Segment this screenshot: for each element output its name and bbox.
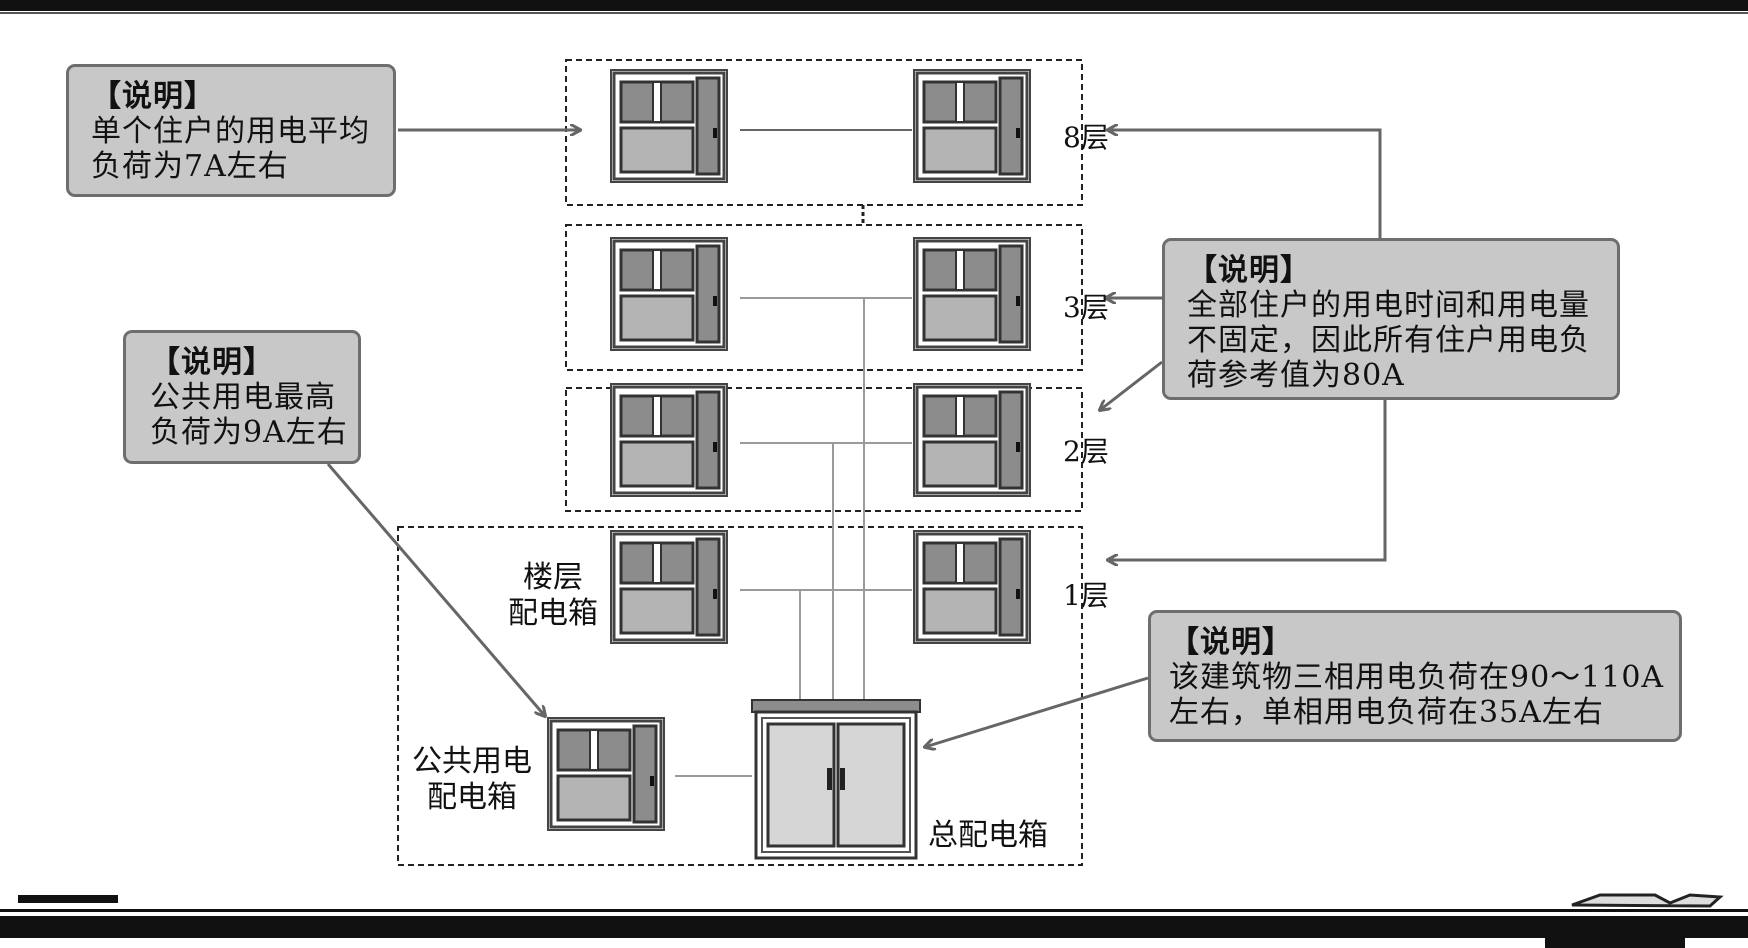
floor-label-8: 8层 <box>1063 121 1109 154</box>
floor-box-label: 楼层 配电箱 <box>508 560 598 632</box>
note-public-load: 【说明】 公共用电最高 负荷为9A左右 <box>123 330 361 464</box>
note-all-residents-line-2: 不固定，因此所有住户用电负 <box>1187 323 1590 358</box>
note-all-residents-head: 【说明】 <box>1187 253 1311 288</box>
page-border-top <box>0 0 1748 14</box>
floor-3-box-left <box>609 236 729 352</box>
floor-label-2: 2层 <box>1063 435 1109 468</box>
note-public-line-1: 公共用电最高 <box>150 380 336 415</box>
note-resident-head: 【说明】 <box>91 79 215 114</box>
main-cabinet <box>751 699 921 860</box>
public-box-label: 公共用电 配电箱 <box>412 744 532 816</box>
floor-3-box-right <box>912 236 1032 352</box>
main-box-label: 总配电箱 <box>928 818 1048 853</box>
note-public-line-2: 负荷为9A左右 <box>150 415 348 450</box>
public-box-label-line-1: 公共用电 <box>412 744 532 779</box>
floor-label-1: 1层 <box>1063 579 1109 612</box>
note-all-residents-line-3: 荷参考值为80A <box>1187 358 1405 393</box>
floor-8-box-left <box>609 68 729 184</box>
floor-box-label-line-2: 配电箱 <box>508 596 598 631</box>
floor-1-box-left <box>609 529 729 645</box>
floor-label-3: 3层 <box>1063 291 1109 324</box>
note-resident-line-1: 单个住户的用电平均 <box>91 114 370 149</box>
floor-2-box-right <box>912 382 1032 498</box>
note-building-load: 【说明】 该建筑物三相用电负荷在90～110A 左右，单相用电负荷在35A左右 <box>1148 610 1682 742</box>
note-public-head: 【说明】 <box>150 345 274 380</box>
note-all-residents-line-1: 全部住户的用电时间和用电量 <box>1187 288 1590 323</box>
note-building-line-2: 左右，单相用电负荷在35A左右 <box>1169 695 1604 730</box>
note-resident-load: 【说明】 单个住户的用电平均 负荷为7A左右 <box>66 64 396 197</box>
wiring <box>675 129 912 777</box>
note-building-head: 【说明】 <box>1169 625 1293 660</box>
floor-1-box-right <box>912 529 1032 645</box>
floor-box-label-line-1: 楼层 <box>523 560 583 595</box>
note-resident-line-2: 负荷为7A左右 <box>91 149 289 184</box>
callout-arrows <box>326 130 1387 747</box>
floor-8-box-right <box>912 68 1032 184</box>
floor-1-group <box>397 526 1083 866</box>
floor-2-box-left <box>609 382 729 498</box>
note-building-line-1: 该建筑物三相用电负荷在90～110A <box>1169 660 1665 695</box>
note-all-residents-load: 【说明】 全部住户的用电时间和用电量 不固定，因此所有住户用电负 荷参考值为80… <box>1162 238 1620 400</box>
public-box-label-line-2: 配电箱 <box>427 780 517 815</box>
page-border-bottom <box>0 893 1748 948</box>
public-box <box>546 716 666 832</box>
